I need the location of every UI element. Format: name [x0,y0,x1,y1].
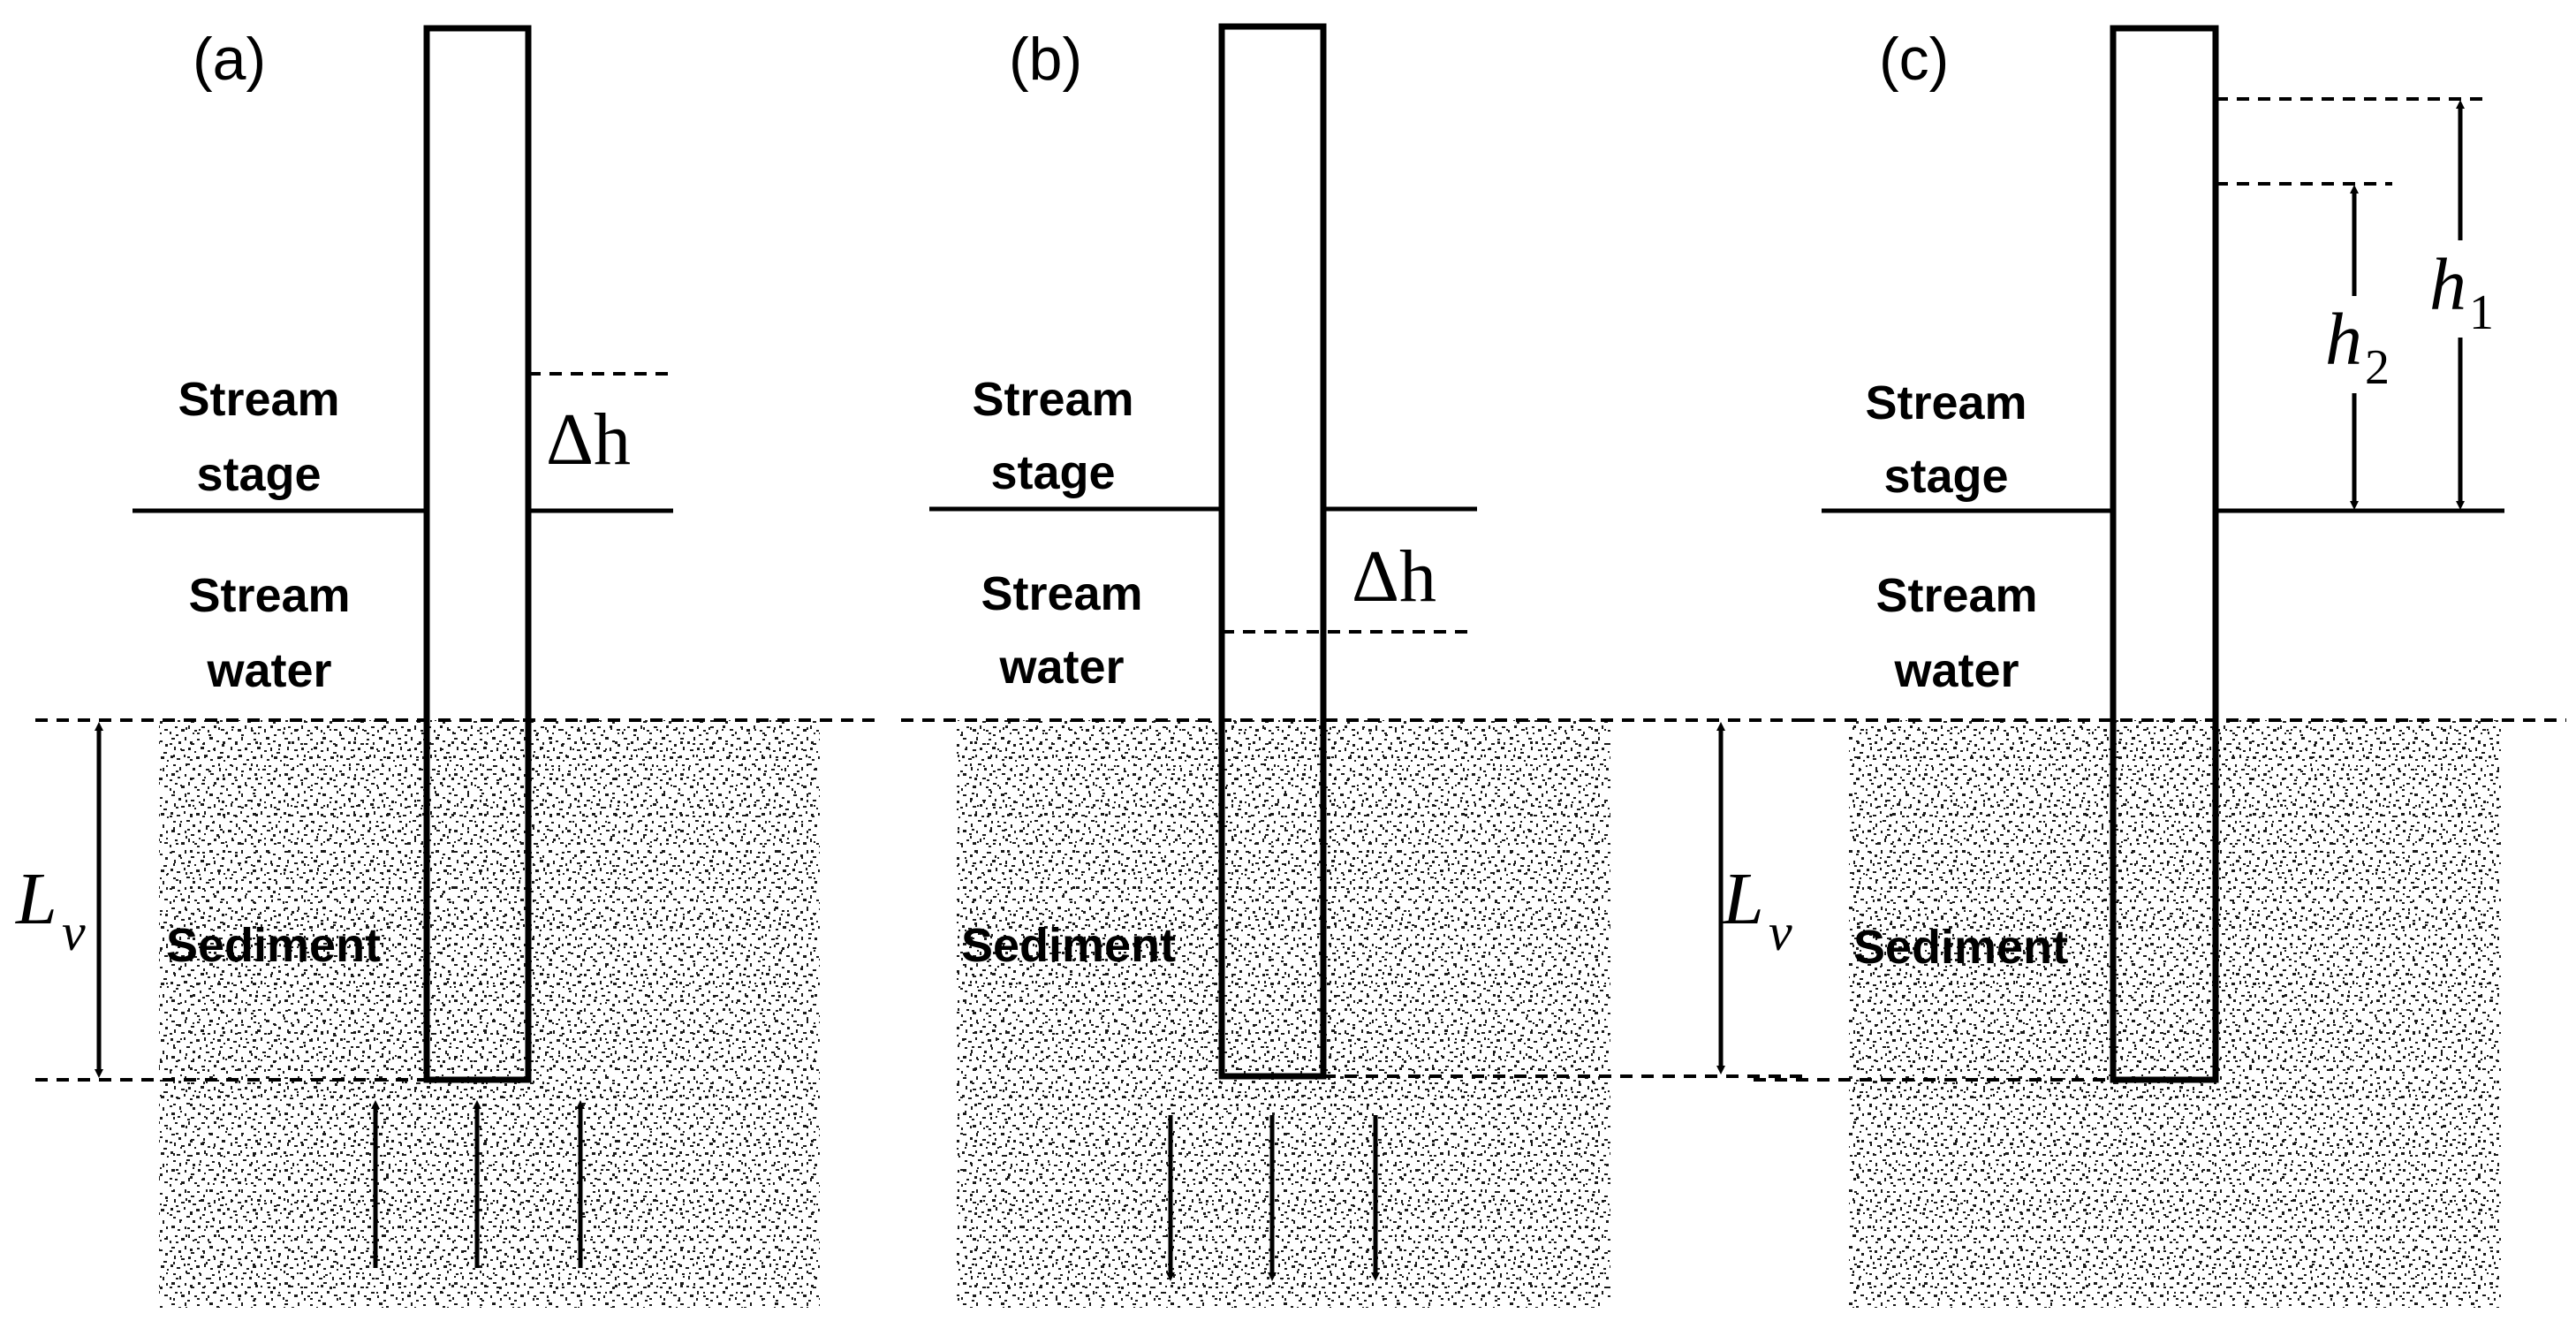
sediment-block-overlay [957,720,1610,1308]
h1-sub: 1 [2469,285,2494,340]
stream-water-label-2: water [1893,644,2019,697]
sediment-block-overlay [1849,720,2501,1308]
stream-stage-label: Stream [972,373,1133,426]
panel-label: (a) [193,26,266,93]
stream-stage-label: Stream [178,373,339,426]
sediment-label: Sediment [1853,921,2068,974]
stream-stage-label-2: stage [196,448,321,501]
h2-sub: 2 [2365,340,2390,395]
stream-water-label: Stream [188,569,350,622]
sediment-label: Sediment [961,919,1176,972]
h1-label: h [2429,244,2466,326]
delta-h-label: Δh [546,399,631,481]
piezometer-pipe [1218,23,1327,1080]
length-sub: v [1769,903,1792,961]
panel-b: (b) Stream stage Stream water Sediment Δ… [901,23,1802,1308]
stream-stage-label-2: stage [990,446,1115,499]
delta-h-label: Δh [1352,535,1436,618]
length-label: L [1722,858,1764,940]
sediment-block-overlay [159,720,820,1308]
panel-c: (c) Stream stage Stream water Sediment h… [1754,25,2566,1308]
sediment-label: Sediment [166,919,381,972]
stream-water-label: Stream [1875,569,2037,622]
stream-water-label-2: water [998,641,1124,694]
piezometer-pipe [2110,25,2219,1083]
panel-label: (c) [1879,26,1949,93]
panel-a: (a) Stream stage Stream water Sediment Δ… [15,25,875,1308]
stream-water-label: Stream [981,567,1142,620]
length-sub: v [62,903,86,961]
stream-stage-label-2: stage [1883,450,2008,503]
stream-water-label-2: water [206,644,331,697]
stream-stage-label: Stream [1865,376,2027,429]
panel-label: (b) [1009,26,1082,93]
piezometer-pipe [423,25,532,1083]
h2-label: h [2325,299,2362,381]
length-label: L [15,858,57,940]
h2-label-bg [2319,296,2398,393]
h1-label-bg [2425,240,2504,338]
